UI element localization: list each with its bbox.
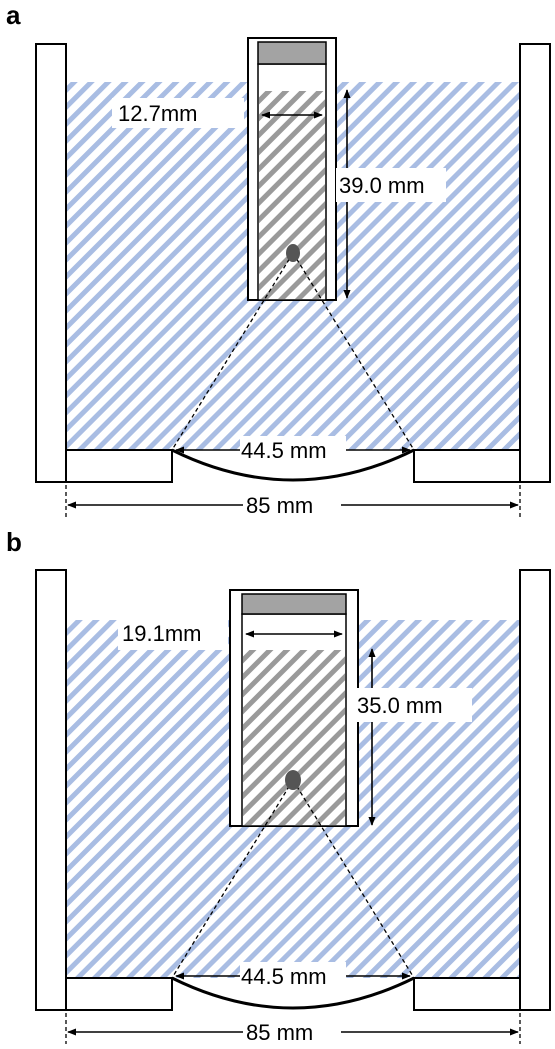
panel-a-beam-right bbox=[292, 252, 415, 451]
panel-a-left-wall bbox=[35, 43, 67, 483]
panel-a-tank-width-label: 85 mm bbox=[246, 493, 313, 518]
panel-b: b 19.1mm 35.0 mm 44.5 mm bbox=[6, 527, 551, 1047]
panel-a: a 12.7mm 39.0 mm 44.5 mm bbox=[6, 0, 551, 520]
panel-b-fill-height-label: 35.0 mm bbox=[357, 693, 443, 718]
panel-a-fill-height-label: 39.0 mm bbox=[339, 173, 425, 198]
panel-b-beam-left bbox=[171, 779, 294, 979]
panel-a-tube-width-label: 12.7mm bbox=[118, 101, 197, 126]
panel-a-right-wall bbox=[519, 43, 551, 483]
panel-b-tank-width-label: 85 mm bbox=[246, 1020, 313, 1045]
panel-b-beam-right bbox=[292, 779, 415, 979]
panel-b-aperture-lens bbox=[171, 976, 415, 1010]
panel-a-sample bbox=[259, 91, 325, 299]
panel-b-right-wall bbox=[519, 569, 551, 1011]
panel-a-letter: a bbox=[6, 0, 21, 30]
panel-b-aperture-label: 44.5 mm bbox=[241, 964, 327, 989]
panel-b-tube-width-label: 19.1mm bbox=[122, 621, 201, 646]
panel-a-aperture-label: 44.5 mm bbox=[241, 438, 327, 463]
panel-a-bottom-left-plate bbox=[65, 449, 173, 483]
panel-b-bottom-right-plate bbox=[413, 977, 521, 1011]
panel-b-left-wall bbox=[35, 569, 67, 1011]
panel-a-focus-dot bbox=[286, 244, 300, 262]
panel-b-tube-cap bbox=[241, 593, 347, 615]
panel-a-tube-cap bbox=[257, 41, 327, 65]
panel-b-sample bbox=[243, 650, 345, 825]
panel-a-bottom-right-plate bbox=[413, 449, 521, 483]
panel-b-letter: b bbox=[6, 527, 22, 557]
panel-b-focus-dot bbox=[285, 770, 301, 790]
panel-b-bottom-left-plate bbox=[65, 977, 173, 1011]
panel-a-beam-left bbox=[171, 252, 294, 451]
panel-a-aperture-lens bbox=[171, 448, 415, 482]
